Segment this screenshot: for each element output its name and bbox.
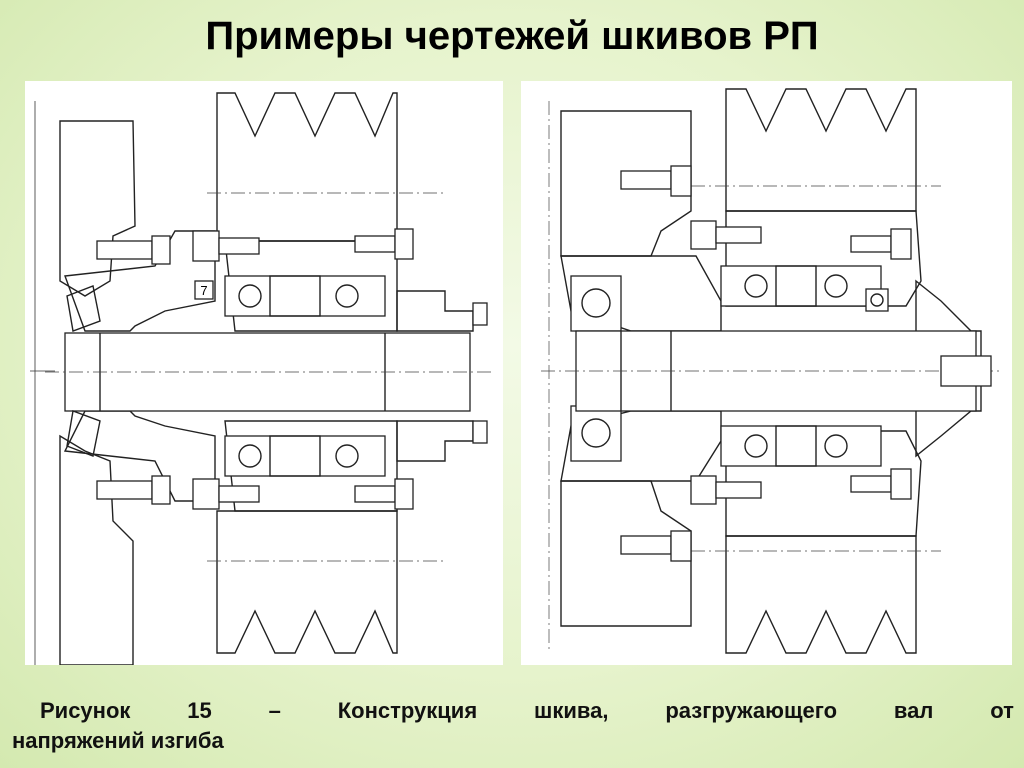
bolt-upper-right — [850, 228, 912, 260]
right-pulley-drawing-svg — [541, 88, 999, 654]
caption-line-2: напряжений изгиба — [12, 728, 224, 753]
pulley-rim-lower — [216, 510, 398, 654]
bolt-lower-right — [850, 468, 912, 500]
caption-word: 15 — [187, 698, 212, 723]
pulley-rim-upper — [216, 92, 398, 242]
bolt-lower-left — [96, 475, 171, 505]
pulley-rim-upper — [725, 88, 917, 212]
caption-word: вал — [893, 698, 934, 723]
figure-caption: Рисунок 15 – Конструкция шкива, разгружа… — [12, 696, 1014, 756]
bolt-upper-left — [620, 165, 692, 197]
bolt-lower-mid — [192, 478, 260, 510]
caption-word: – — [268, 698, 281, 723]
bolt-upper-left — [96, 235, 171, 265]
caption-word: разгружающего — [665, 698, 838, 723]
bolt-lower-left — [620, 530, 692, 562]
right-pulley-drawing — [521, 81, 1012, 665]
end-cover — [915, 279, 982, 458]
left-pulley-drawing: 7 — [25, 81, 503, 665]
cover-plate — [396, 290, 474, 332]
left-pulley-drawing-svg: 7 — [30, 92, 495, 665]
bolt-lower-right — [354, 478, 414, 510]
pulley-rim-lower — [725, 535, 917, 654]
caption-word: Конструкция — [337, 698, 478, 723]
drawing-label: 7 — [200, 283, 207, 298]
caption-word: Рисунок — [40, 698, 131, 723]
bolt-upper-mid — [690, 220, 762, 250]
housing-wall-left-lower — [59, 434, 134, 665]
bolt-upper-mid — [192, 230, 260, 262]
caption-line-1: Рисунок 15 – Конструкция шкива, разгружа… — [12, 696, 1014, 726]
slide-title: Примеры чертежей шкивов РП — [205, 14, 819, 58]
bolt-upper-right — [354, 228, 414, 260]
caption-word: шкива, — [534, 698, 609, 723]
caption-word: от — [990, 698, 1014, 723]
bolt-lower-mid — [690, 475, 762, 505]
